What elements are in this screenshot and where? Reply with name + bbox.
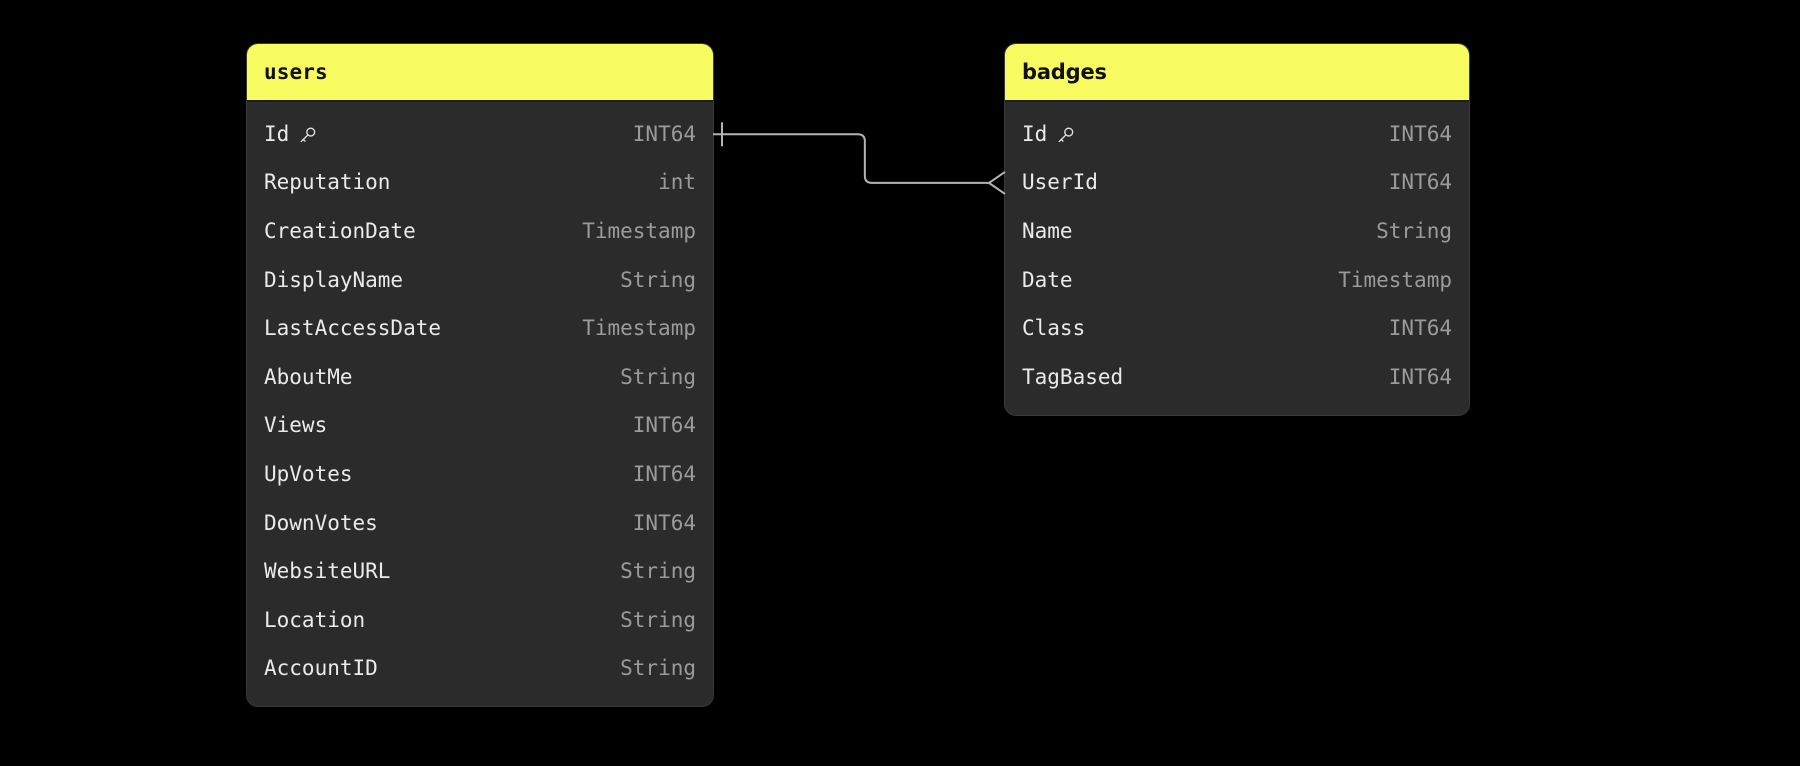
field-label-id: Id — [264, 121, 290, 146]
field-label-creationdate: CreationDate — [264, 218, 416, 243]
entity-field-list: Id INT64 Reputation int CreationDate Tim… — [247, 102, 713, 707]
field-label-views: Views — [264, 413, 328, 438]
field-type-tagbased: INT64 — [1388, 364, 1452, 389]
field-type-name: String — [1376, 218, 1452, 243]
field-name: UserId — [1022, 172, 1098, 193]
field-type-class: INT64 — [1388, 316, 1452, 341]
field-type-id: INT64 — [1388, 121, 1452, 146]
field-row-badges-date[interactable]: Date Timestamp — [1005, 256, 1469, 305]
entity-field-list: Id INT64 UserId INT64 Name String Date — [1005, 102, 1469, 415]
field-type-websiteurl: String — [620, 559, 696, 584]
field-row-users-websiteurl[interactable]: WebsiteURL String — [247, 547, 713, 596]
entity-title-users: users — [264, 59, 328, 84]
field-row-badges-tagbased[interactable]: TagBased INT64 — [1005, 353, 1469, 402]
field-name: Class — [1022, 318, 1085, 339]
field-name: Views — [264, 415, 327, 436]
field-row-badges-name[interactable]: Name String — [1005, 207, 1469, 256]
field-type-date: Timestamp — [1338, 267, 1452, 292]
entity-header-users[interactable]: users — [247, 44, 713, 102]
primary-key-icon — [1056, 126, 1075, 145]
field-type-location: String — [620, 607, 696, 632]
field-type-lastaccessdate: Timestamp — [582, 316, 696, 341]
field-label-displayname: DisplayName — [264, 267, 404, 292]
field-row-users-reputation[interactable]: Reputation int — [247, 159, 713, 208]
field-label-websiteurl: WebsiteURL — [264, 559, 391, 584]
field-type-views: INT64 — [632, 413, 696, 438]
field-row-badges-id[interactable]: Id INT64 — [1005, 110, 1469, 159]
field-label-date: Date — [1022, 267, 1073, 292]
field-row-users-location[interactable]: Location String — [247, 596, 713, 645]
field-row-users-accountid[interactable]: AccountID String — [247, 645, 713, 694]
entity-header-badges[interactable]: badges — [1005, 44, 1469, 102]
field-row-users-downvotes[interactable]: DownVotes INT64 — [247, 499, 713, 548]
field-name: DisplayName — [264, 267, 404, 292]
field-label-downvotes: DownVotes — [264, 510, 378, 535]
field-type-downvotes: INT64 — [632, 510, 696, 535]
field-label-accountid: AccountID — [264, 656, 378, 681]
field-label-reputation: Reputation — [264, 170, 391, 195]
field-type-creationdate: Timestamp — [582, 218, 696, 243]
field-name: Id — [1022, 121, 1075, 146]
field-type-userid: INT64 — [1388, 170, 1452, 195]
field-row-badges-userid[interactable]: UserId INT64 — [1005, 159, 1469, 208]
field-name: Date — [1022, 267, 1073, 292]
field-name: DownVotes — [264, 510, 378, 535]
field-name: Name — [1022, 218, 1073, 243]
field-name: UpVotes — [264, 461, 353, 486]
entity-table-badges[interactable]: badges Id INT64 UserId INT64 Name — [1005, 44, 1469, 415]
field-type-aboutme: String — [620, 364, 696, 389]
field-row-badges-class[interactable]: Class INT64 — [1005, 304, 1469, 353]
entity-table-users[interactable]: users Id INT64 Reputation int CreationDa… — [247, 44, 713, 707]
relationship-users-id-to-badges-userid — [713, 122, 1006, 195]
field-row-users-views[interactable]: Views INT64 — [247, 402, 713, 451]
entity-title-badges: badges — [1022, 59, 1107, 84]
field-name: CreationDate — [264, 218, 416, 243]
field-name: Id — [264, 121, 317, 146]
field-label-class: Class — [1022, 316, 1086, 341]
field-label-name: Name — [1022, 218, 1073, 243]
cardinality-many-marker — [988, 171, 1006, 195]
field-name: AboutMe — [264, 364, 353, 389]
field-label-location: Location — [264, 607, 366, 632]
relationship-line — [713, 133, 991, 184]
field-row-users-displayname[interactable]: DisplayName String — [247, 256, 713, 305]
primary-key-icon — [298, 126, 317, 145]
field-row-users-id[interactable]: Id INT64 — [247, 110, 713, 159]
field-name: Location — [264, 607, 366, 632]
field-name: Reputation — [264, 172, 390, 193]
field-type-reputation: int — [658, 170, 696, 195]
field-type-accountid: String — [620, 656, 696, 681]
field-row-users-upvotes[interactable]: UpVotes INT64 — [247, 450, 713, 499]
field-label-aboutme: AboutMe — [264, 364, 353, 389]
field-name: WebsiteURL — [264, 561, 390, 582]
field-row-users-creationdate[interactable]: CreationDate Timestamp — [247, 207, 713, 256]
field-type-id: INT64 — [632, 121, 696, 146]
field-label-upvotes: UpVotes — [264, 461, 353, 486]
field-label-userid: UserId — [1022, 170, 1098, 195]
field-type-upvotes: INT64 — [632, 461, 696, 486]
field-label-id: Id — [1022, 121, 1048, 146]
field-name: TagBased — [1022, 364, 1124, 389]
field-row-users-lastaccessdate[interactable]: LastAccessDate Timestamp — [247, 304, 713, 353]
field-name: LastAccessDate — [264, 318, 441, 339]
field-label-lastaccessdate: LastAccessDate — [264, 316, 442, 341]
field-label-tagbased: TagBased — [1022, 364, 1124, 389]
field-name: AccountID — [264, 658, 378, 679]
field-row-users-aboutme[interactable]: AboutMe String — [247, 353, 713, 402]
field-type-displayname: String — [620, 267, 696, 292]
